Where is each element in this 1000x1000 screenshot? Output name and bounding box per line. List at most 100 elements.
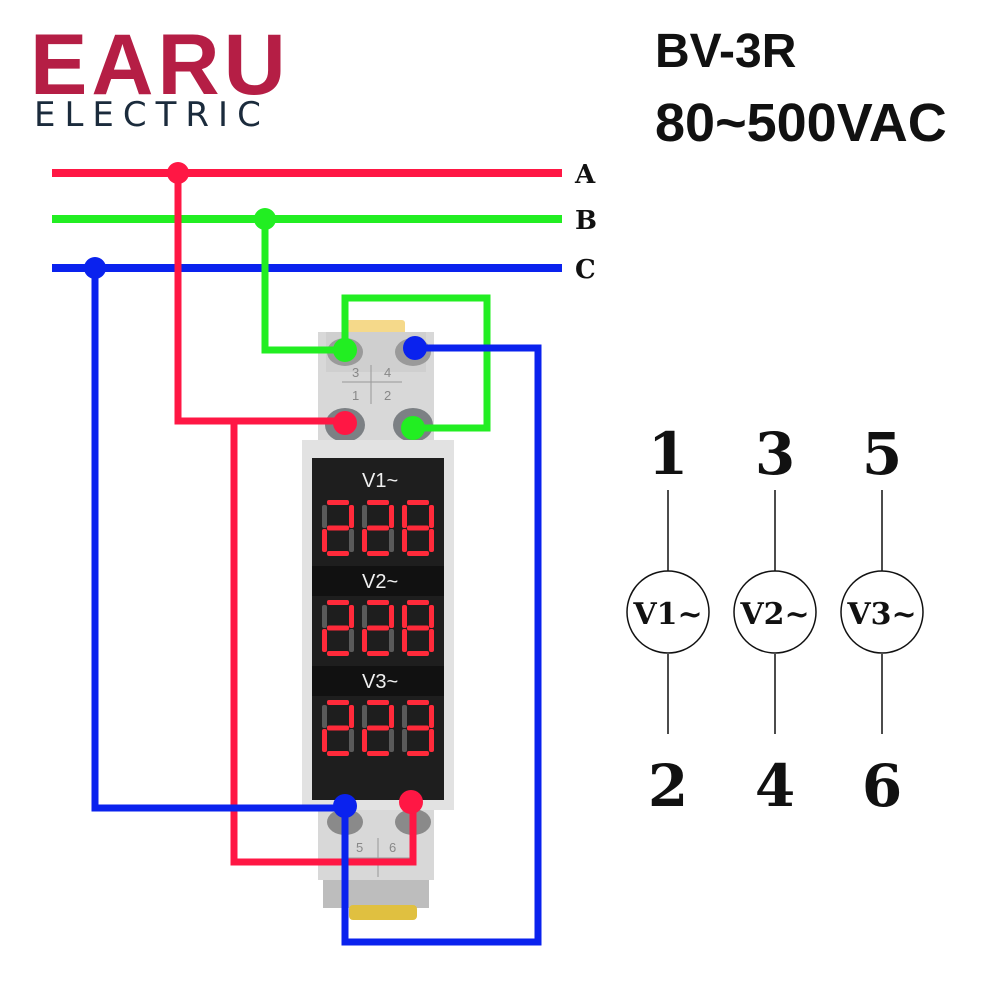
seven-segment-digit — [322, 700, 354, 756]
segment-b — [349, 705, 354, 728]
meter-label-v2: V2~ — [739, 597, 809, 632]
segment-b — [349, 505, 354, 528]
segment-g — [407, 625, 429, 631]
segment-g — [327, 525, 349, 531]
segment-b — [349, 605, 354, 628]
terminal-label-1: 1 — [352, 388, 359, 403]
junction-dot-c — [84, 257, 106, 279]
seven-segment-digit — [362, 500, 394, 556]
seven-segment-digit — [402, 600, 434, 656]
segment-g — [367, 625, 389, 631]
segment-e — [362, 629, 367, 652]
brand-subtitle: ELECTRIC — [34, 95, 270, 135]
segment-a — [367, 500, 389, 505]
seven-segment-digit — [322, 500, 354, 556]
schematic-terminal-5: 5 — [862, 420, 902, 488]
display-reading-v3 — [322, 700, 434, 756]
segment-g — [367, 525, 389, 531]
seven-segment-digit — [362, 700, 394, 756]
model-number: BV-3R — [655, 25, 797, 78]
segment-f — [362, 605, 367, 628]
segment-e — [322, 529, 327, 552]
label-band-2 — [312, 566, 444, 596]
segment-f — [402, 505, 407, 528]
display-label-v1: V1~ — [362, 470, 398, 492]
phase-label-a: A — [574, 160, 596, 190]
terminal-label-5: 5 — [356, 840, 363, 855]
display-reading-v2 — [322, 600, 434, 656]
wire-b-to-terminal-3 — [261, 219, 345, 354]
rail-base — [323, 880, 429, 908]
display-label-v3: V3~ — [362, 671, 398, 693]
display-reading-v1 — [322, 500, 434, 556]
segment-d — [407, 751, 429, 756]
segment-d — [327, 551, 349, 556]
segment-e — [322, 629, 327, 652]
segment-g — [327, 725, 349, 731]
voltmeter-symbol — [733, 570, 817, 654]
seven-segment-digit — [362, 600, 394, 656]
segment-c — [389, 629, 394, 652]
schematic-terminal-2: 2 — [648, 752, 688, 820]
segment-d — [367, 751, 389, 756]
seven-segment-digit — [402, 700, 434, 756]
segment-f — [322, 605, 327, 628]
segment-f — [362, 705, 367, 728]
segment-e — [362, 529, 367, 552]
junction-dot-a — [167, 162, 189, 184]
wire-c-to-terminal-4 — [341, 344, 542, 946]
segment-e — [362, 729, 367, 752]
segment-a — [367, 700, 389, 705]
segment-e — [322, 729, 327, 752]
segment-f — [322, 705, 327, 728]
segment-g — [327, 625, 349, 631]
segment-a — [327, 700, 349, 705]
segment-b — [429, 505, 434, 528]
wire-a-to-terminal-1 — [174, 173, 345, 425]
segment-a — [367, 600, 389, 605]
segment-f — [402, 705, 407, 728]
voltmeter-symbol — [626, 570, 710, 654]
segment-b — [389, 505, 394, 528]
voltage-range: 80~500VAC — [655, 93, 947, 153]
phase-label-b: B — [575, 206, 597, 236]
schematic-terminal-6: 6 — [862, 752, 902, 820]
meter-v3 — [840, 490, 924, 734]
terminal-dot-1 — [333, 411, 357, 435]
segment-a — [327, 500, 349, 505]
label-band-3 — [312, 666, 444, 696]
segment-c — [429, 529, 434, 552]
terminal-dot-2 — [401, 416, 425, 440]
wire-a-to-terminal-6 — [230, 421, 417, 866]
segment-b — [389, 605, 394, 628]
segment-a — [407, 700, 429, 705]
segment-d — [367, 551, 389, 556]
segment-e — [402, 629, 407, 652]
display-label-v2: V2~ — [362, 571, 398, 593]
segment-a — [327, 600, 349, 605]
segment-b — [429, 705, 434, 728]
terminal-label-4: 4 — [384, 365, 391, 380]
segment-d — [367, 651, 389, 656]
terminal-dot-4 — [403, 336, 427, 360]
meter-v2 — [733, 490, 817, 734]
segment-d — [407, 651, 429, 656]
segment-f — [402, 605, 407, 628]
seven-segment-digit — [402, 500, 434, 556]
terminal-dot-6 — [399, 790, 423, 814]
terminal-dot-5 — [333, 794, 357, 818]
segment-d — [327, 751, 349, 756]
meter-v1 — [626, 490, 710, 734]
schematic-terminal-3: 3 — [755, 420, 795, 488]
internal-schematic — [626, 490, 924, 734]
segment-c — [429, 629, 434, 652]
segment-a — [407, 500, 429, 505]
segment-c — [349, 629, 354, 652]
voltmeter-symbol — [840, 570, 924, 654]
terminal-label-2: 2 — [384, 388, 391, 403]
segment-b — [429, 605, 434, 628]
segment-f — [322, 505, 327, 528]
junction-dot-b — [254, 208, 276, 230]
terminal-label-3: 3 — [352, 365, 359, 380]
